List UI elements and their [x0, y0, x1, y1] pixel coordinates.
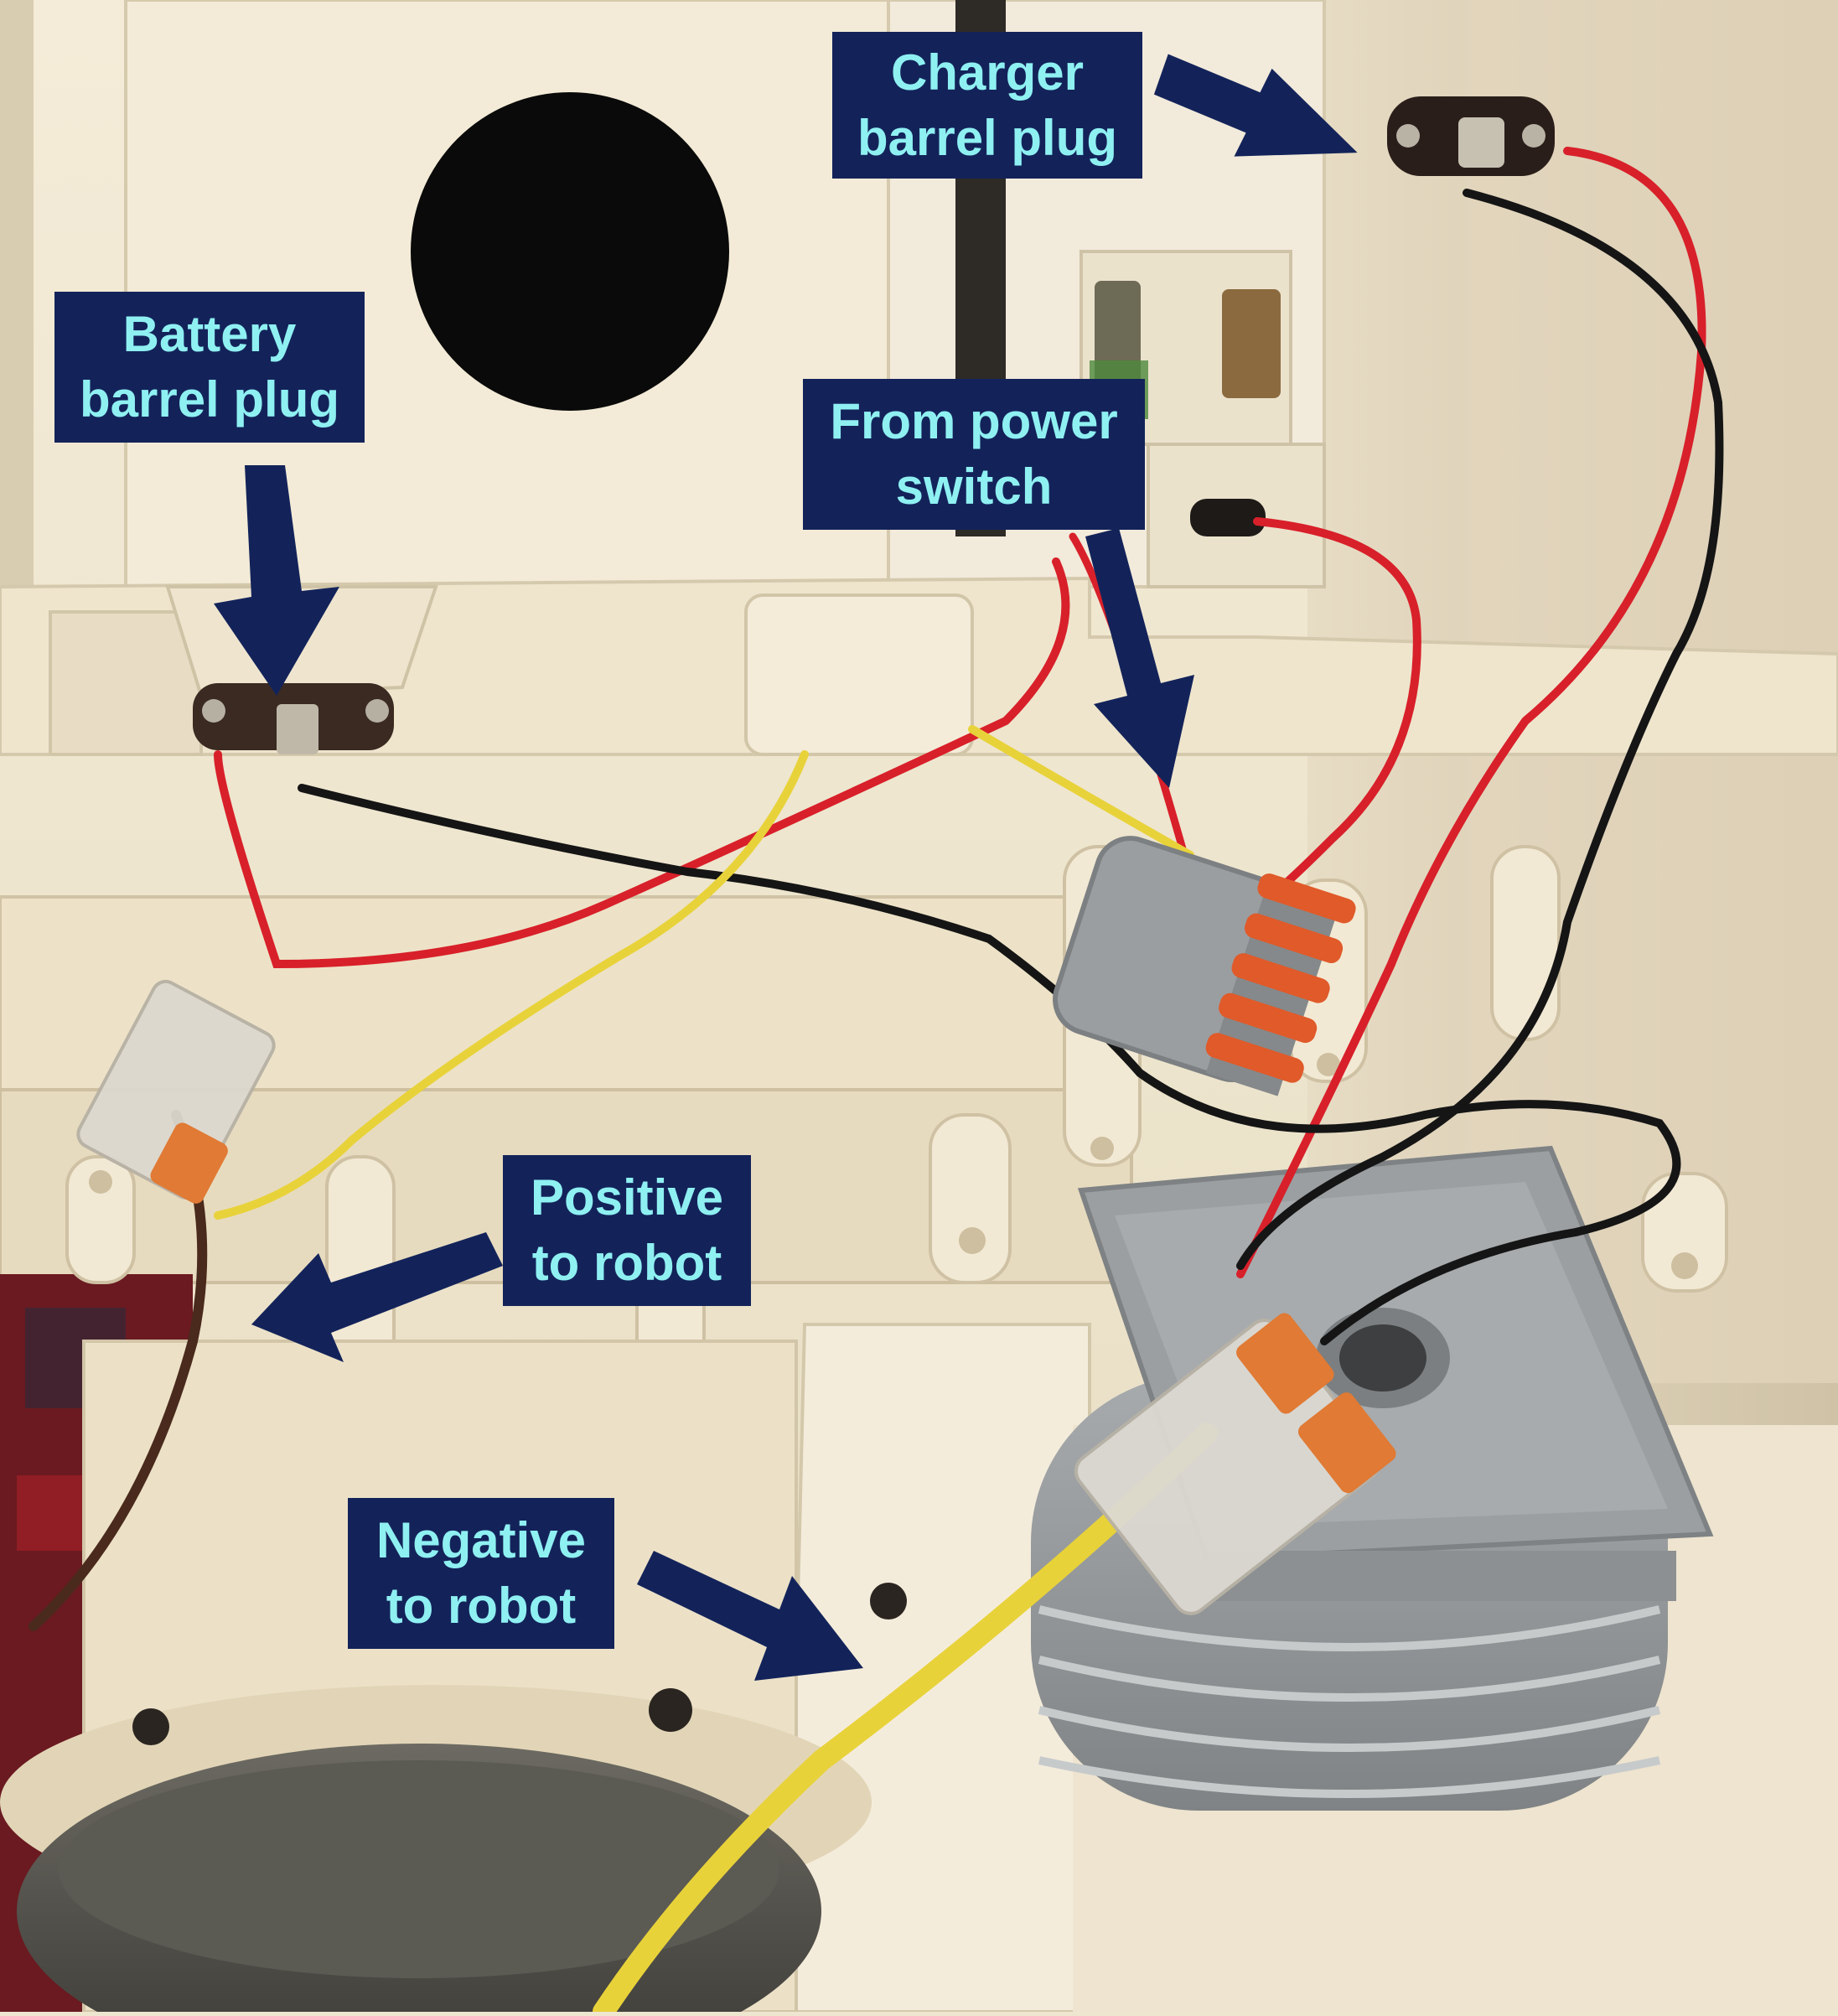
label-negative-line2: to robot — [386, 1578, 577, 1634]
wires — [28, 147, 1724, 2016]
label-battery-line1: Battery — [122, 306, 297, 362]
label-power-line2: switch — [895, 459, 1053, 515]
arrow-positive — [251, 1232, 503, 1362]
yellow-wire-positive — [214, 750, 809, 1220]
red-wire-charger — [1236, 147, 1706, 1278]
yellow-wire-negative — [593, 1423, 1218, 2016]
power-switch-socket — [1190, 499, 1266, 536]
label-battery-line2: barrel plug — [79, 371, 340, 428]
label-positive-to-robot: Positive to robot — [503, 1155, 751, 1306]
lever-connector-5 — [1053, 836, 1356, 1096]
label-charger-barrel-plug: Charger barrel plug — [832, 32, 1142, 179]
label-positive-line2: to robot — [531, 1235, 722, 1291]
label-negative-to-robot: Negative to robot — [348, 1498, 614, 1649]
round-hole — [411, 92, 729, 411]
black-wire-charger — [1236, 189, 1724, 1270]
label-power-line1: From power — [830, 393, 1118, 449]
label-negative-line1: Negative — [375, 1512, 587, 1568]
arrow-charger — [1153, 54, 1358, 157]
label-from-power-switch: From power switch — [803, 379, 1145, 530]
label-positive-line1: Positive — [530, 1169, 724, 1226]
arrow-battery — [214, 465, 339, 696]
annotation-arrows — [214, 54, 1358, 1681]
arrow-negative — [637, 1551, 863, 1681]
left-edge — [0, 0, 34, 637]
lever-connector-right — [1074, 1313, 1396, 1615]
label-charger-line1: Charger — [890, 44, 1085, 101]
label-charger-line2: barrel plug — [857, 109, 1118, 166]
metal-tab-right — [1222, 289, 1281, 398]
red-wire-battery — [214, 557, 1070, 969]
black-wire-battery — [298, 784, 1681, 1345]
label-battery-barrel-plug: Battery barrel plug — [54, 292, 365, 443]
lever-connector-left — [76, 979, 276, 1204]
arrow-power — [1085, 528, 1194, 788]
yellow-wire-switch — [968, 725, 1194, 859]
red-wire-switch-a — [1245, 517, 1421, 918]
